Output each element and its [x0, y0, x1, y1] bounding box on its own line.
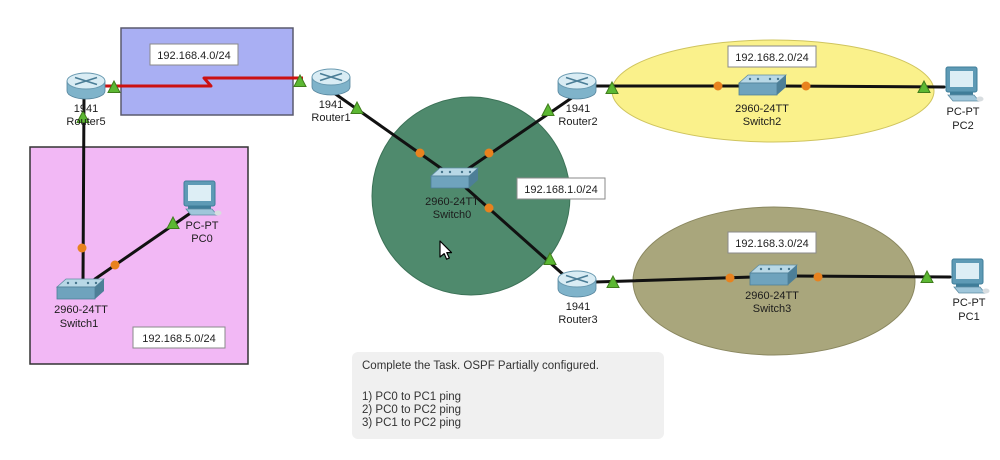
net5-label-box [132, 326, 226, 349]
net5-label: 192.168.5.0/24 [142, 333, 215, 345]
switch2-name-label: Switch2 [743, 116, 782, 128]
device-switch1[interactable] [56, 278, 105, 300]
device-switch3[interactable] [749, 264, 798, 286]
subnet-region-purple [120, 27, 294, 116]
task-item-1: 1) PC0 to PC1 ping [362, 391, 461, 403]
port-dot-icon [77, 243, 87, 253]
switch1-name-label: Switch1 [60, 318, 99, 330]
pc2-name-label: PC2 [952, 120, 973, 132]
cable-router2-switch0[interactable] [460, 95, 575, 175]
device-switch0[interactable] [430, 167, 479, 189]
port-dot-icon [415, 148, 425, 158]
task-item-2: 2) PC0 to PC2 ping [362, 404, 461, 416]
switch-icon [56, 278, 105, 300]
net1-label: 192.168.1.0/24 [524, 184, 597, 196]
task-item-3: 3) PC1 to PC2 ping [362, 417, 461, 429]
net2-label: 192.168.2.0/24 [735, 52, 808, 64]
router5-model-label: 1941 [74, 103, 98, 115]
switch3-model-label: 2960-24TT [745, 290, 799, 302]
device-router5[interactable] [66, 72, 106, 100]
router2-model-label: 1941 [566, 103, 590, 115]
task-note-box [352, 352, 664, 439]
router3-model-label: 1941 [566, 301, 590, 313]
device-router1[interactable] [311, 68, 351, 96]
device-pc2[interactable] [945, 66, 984, 102]
router-icon [557, 270, 597, 298]
port-dot-icon [110, 260, 120, 270]
device-switch2[interactable] [738, 74, 787, 96]
switch-icon [738, 74, 787, 96]
router5-name-label: Router5 [66, 116, 105, 128]
pc2-model-label: PC-PT [947, 106, 980, 118]
router1-name-label: Router1 [311, 112, 350, 124]
router2-name-label: Router2 [558, 116, 597, 128]
device-router2[interactable] [557, 72, 597, 100]
pc0-model-label: PC-PT [186, 220, 219, 232]
cable-serial-router5-router1[interactable] [104, 76, 303, 88]
net3-label: 192.168.3.0/24 [735, 238, 808, 250]
switch1-model-label: 2960-24TT [54, 304, 108, 316]
switch3-name-label: Switch3 [753, 303, 792, 315]
router1-model-label: 1941 [319, 99, 343, 111]
router-icon [311, 68, 351, 96]
port-dot-icon [484, 148, 494, 158]
port-dot-icon [725, 273, 735, 283]
port-dot-icon [813, 272, 823, 282]
port-dot-icon [484, 203, 494, 213]
port-dot-icon [801, 81, 811, 91]
router-icon [66, 72, 106, 100]
pc-icon [945, 66, 984, 102]
router-icon [557, 72, 597, 100]
router3-name-label: Router3 [558, 314, 597, 326]
pc1-name-label: PC1 [958, 311, 979, 323]
pc-icon [951, 258, 990, 294]
net4-label: 192.168.4.0/24 [157, 50, 230, 62]
mouse-cursor-icon [439, 240, 453, 260]
pc1-model-label: PC-PT [953, 297, 986, 309]
switch0-name-label: Switch0 [433, 209, 472, 221]
net3-label-box [727, 231, 817, 254]
switch0-model-label: 2960-24TT [425, 196, 479, 208]
net2-label-box [727, 45, 817, 68]
pc0-name-label: PC0 [191, 233, 212, 245]
net1-label-box [516, 177, 606, 200]
device-pc1[interactable] [951, 258, 990, 294]
cable-router1-switch0[interactable] [332, 91, 454, 178]
switch-icon [430, 167, 479, 189]
switch2-model-label: 2960-24TT [735, 103, 789, 115]
device-router3[interactable] [557, 270, 597, 298]
port-dot-icon [713, 81, 723, 91]
net4-label-box [149, 43, 239, 66]
task-title: Complete the Task. OSPF Partially config… [362, 360, 599, 372]
switch-icon [749, 264, 798, 286]
